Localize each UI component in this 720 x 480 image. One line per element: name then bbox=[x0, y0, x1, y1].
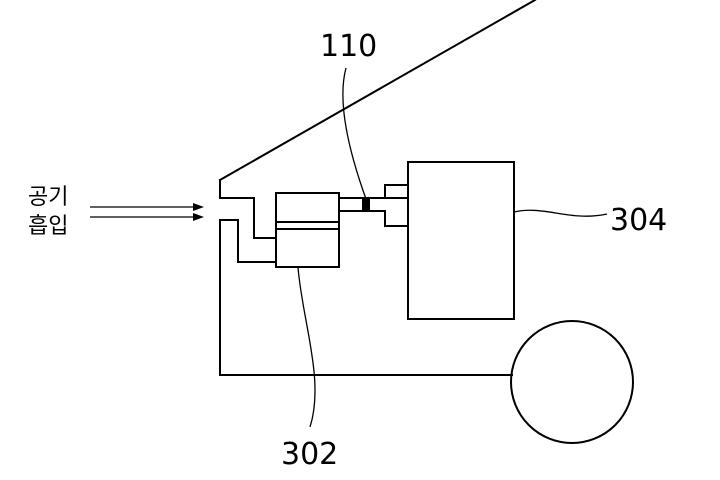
label-air-intake-line2: 흡입 bbox=[28, 214, 68, 239]
leader-line-302 bbox=[297, 266, 316, 428]
label-air-intake-line1: 공기 bbox=[28, 185, 68, 210]
wheel bbox=[510, 320, 634, 444]
label-304: 304 bbox=[610, 203, 667, 238]
connecting-pipe bbox=[338, 197, 409, 212]
body-outline bbox=[219, 219, 513, 376]
hood-outline bbox=[218, 0, 537, 182]
filter-box-302 bbox=[275, 192, 340, 268]
label-302: 302 bbox=[281, 437, 338, 472]
unit-box-304 bbox=[384, 161, 515, 320]
leader-line-110 bbox=[342, 67, 367, 200]
air-inlet-arrows bbox=[90, 203, 204, 221]
leader-line-304 bbox=[513, 209, 608, 217]
sensor-110 bbox=[362, 199, 370, 211]
label-110: 110 bbox=[320, 29, 377, 64]
intake-upper-lip bbox=[219, 179, 277, 239]
